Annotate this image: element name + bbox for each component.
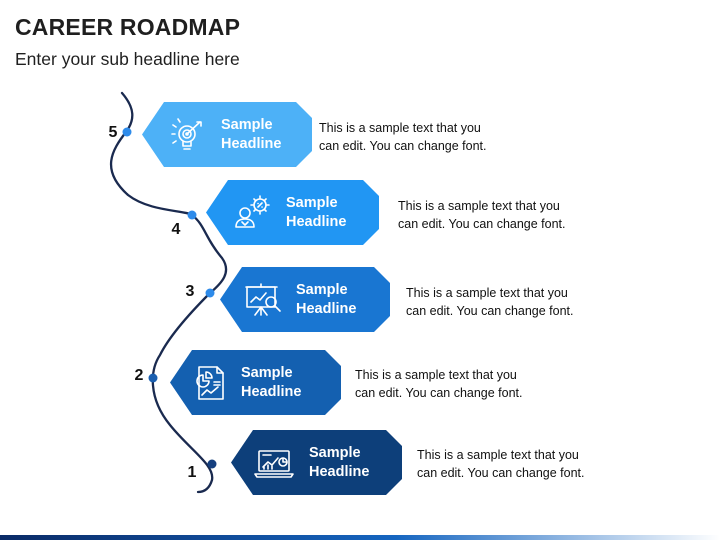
laptop-chart-icon — [254, 443, 294, 483]
footer-accent-bar — [0, 535, 720, 540]
milestone-dot-4 — [187, 210, 197, 220]
step-description-3: This is a sample text that you can edit.… — [406, 286, 574, 318]
step-description-5: This is a sample text that you can edit.… — [319, 121, 487, 153]
presentation-search-icon — [244, 280, 284, 320]
person-gear-icon — [232, 193, 272, 233]
step-description-1: This is a sample text that you can edit.… — [417, 448, 585, 480]
step-tag-4: Sample Headline — [206, 180, 379, 245]
milestone-dot-1 — [207, 459, 217, 469]
report-chart-icon — [190, 363, 230, 403]
step-number-4: 4 — [171, 221, 181, 238]
step-headline-4: Sample Headline — [286, 195, 347, 230]
step-number-2: 2 — [134, 367, 144, 384]
step-headline-1: Sample Headline — [309, 445, 370, 480]
step-tag-2: Sample Headline — [170, 350, 341, 415]
page-title: CAREER ROADMAP — [15, 14, 241, 40]
step-number-3: 3 — [185, 283, 195, 300]
step-tag-3: Sample Headline — [220, 267, 390, 332]
step-headline-2: Sample Headline — [241, 365, 302, 400]
step-description-4: This is a sample text that you can edit.… — [398, 199, 566, 231]
step-tag-5: Sample Headline — [142, 102, 312, 167]
milestone-dot-3 — [205, 288, 215, 298]
step-number-1: 1 — [187, 464, 197, 481]
milestone-dot-2 — [148, 373, 158, 383]
step-headline-3: Sample Headline — [296, 282, 357, 317]
target-bulb-icon — [170, 115, 210, 155]
step-description-2: This is a sample text that you can edit.… — [355, 368, 523, 400]
page-subtitle: Enter your sub headline here — [15, 49, 240, 69]
step-tag-1: Sample Headline — [231, 430, 402, 495]
milestone-dot-5 — [122, 127, 132, 137]
step-number-5: 5 — [108, 124, 118, 141]
step-headline-5: Sample Headline — [221, 117, 282, 152]
